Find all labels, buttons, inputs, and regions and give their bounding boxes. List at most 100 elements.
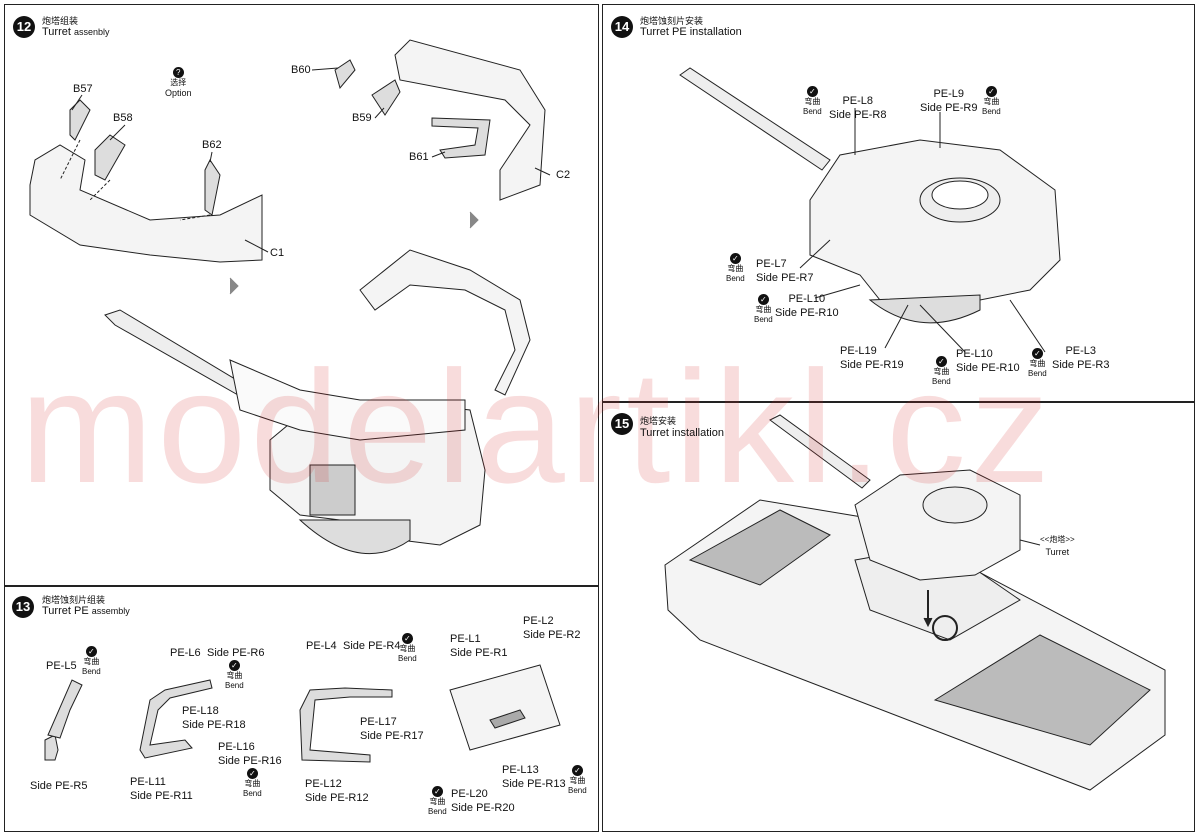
pe-r4-label: Side PE-R4 — [343, 640, 401, 652]
pe-r18: Side PE-R18 — [182, 719, 246, 731]
pe-r6-label: Side PE-R6 — [207, 647, 265, 659]
question-icon: ? — [172, 67, 184, 78]
pe-l11: PE-L11 — [130, 776, 166, 788]
pe-r13: Side PE-R13 — [502, 778, 566, 790]
step-14-title-cn: 炮塔蚀刻片安装 — [640, 16, 704, 26]
pe-l5-label: PE-L5 — [46, 660, 77, 672]
pe-l1: PE-L1 — [450, 633, 481, 645]
step-13-title-word: Turret PE — [42, 605, 89, 617]
pe-r7: Side PE-R7 — [756, 272, 814, 284]
bend-icon: ✓ — [935, 356, 947, 367]
pe-r3: Side PE-R3 — [1052, 359, 1110, 371]
bend-en: Bend — [82, 667, 101, 676]
step-12-title-cn: 炮塔组装 — [42, 16, 79, 26]
bend-icon: ✓ — [1031, 348, 1043, 359]
pe-r20: Side PE-R20 — [451, 802, 515, 814]
pe-l18: PE-L18 — [182, 705, 219, 717]
pe-l20: PE-L20 — [451, 788, 488, 800]
bend-icon: ✓ — [729, 253, 741, 264]
step-14-title-en: Turret PE installation — [640, 26, 742, 38]
option-en: Option — [165, 88, 192, 98]
bend-en: Bend — [726, 274, 745, 283]
step-number-14: 14 — [611, 16, 633, 38]
pe-l17: PE-L17 — [360, 716, 397, 728]
pe-l4-label: PE-L4 — [306, 640, 337, 652]
bend-en: Bend — [754, 315, 773, 324]
step-12-title-word: Turret — [42, 26, 71, 38]
step-15-title-cn: 炮塔安装 — [640, 416, 677, 426]
part-b59: B59 — [352, 112, 372, 124]
bend-en: Bend — [243, 789, 262, 798]
pe-r10b: Side PE-R10 — [956, 362, 1020, 374]
turret-en: Turret — [1045, 547, 1070, 557]
part-b60: B60 — [291, 64, 311, 76]
pe-l2: PE-L2 — [523, 615, 554, 627]
bend-cn: 弯曲 — [727, 264, 744, 273]
pe-l13: PE-L13 — [502, 764, 539, 776]
step-12-title-sub: assenbly — [74, 27, 110, 37]
pe-l16: PE-L16 — [218, 741, 255, 753]
step-number-12: 12 — [13, 16, 35, 38]
pe-l12: PE-L12 — [305, 778, 342, 790]
part-b58: B58 — [113, 112, 133, 124]
bend-cn: 弯曲 — [1029, 359, 1046, 368]
pe-l7: PE-L7 — [756, 258, 787, 270]
bend-icon: ✓ — [246, 768, 258, 779]
pe-r9: Side PE-R9 — [920, 102, 978, 114]
bend-icon: ✓ — [806, 86, 818, 97]
bend-cn: 弯曲 — [83, 657, 100, 666]
step-number-13: 13 — [12, 596, 34, 618]
bend-cn: 弯曲 — [804, 97, 821, 106]
part-b61: B61 — [409, 151, 429, 163]
pe-r11: Side PE-R11 — [130, 790, 193, 802]
pe-l6-label: PE-L6 — [170, 647, 201, 659]
bend-icon: ✓ — [401, 633, 413, 644]
pe-r5-label: Side PE-R5 — [30, 780, 88, 792]
bend-cn: 弯曲 — [569, 776, 586, 785]
bend-en: Bend — [398, 654, 417, 663]
bend-cn: 弯曲 — [226, 671, 243, 680]
pe-r17: Side PE-R17 — [360, 730, 424, 742]
bend-cn: 弯曲 — [399, 644, 416, 653]
part-c1: C1 — [270, 247, 285, 259]
bend-en: Bend — [803, 107, 822, 116]
pe-r10a: Side PE-R10 — [775, 307, 839, 319]
step-13-title-sub: assembly — [91, 606, 130, 616]
pe-r16: Side PE-R16 — [218, 755, 282, 767]
bend-cn: 弯曲 — [933, 367, 950, 376]
pe-r1: Side PE-R1 — [450, 647, 508, 659]
bend-icon: ✓ — [85, 646, 97, 657]
turret-cn: <<炮塔>> — [1040, 535, 1075, 544]
bend-en: Bend — [225, 681, 244, 690]
part-b57: B57 — [73, 83, 93, 95]
part-b62: B62 — [202, 139, 222, 151]
pe-l10a: PE-L10 — [788, 293, 826, 305]
bend-en: Bend — [428, 807, 447, 816]
bend-icon: ✓ — [228, 660, 240, 671]
pe-l3: PE-L3 — [1065, 345, 1097, 357]
bend-icon: ✓ — [985, 86, 997, 97]
step-number-15: 15 — [611, 413, 633, 435]
